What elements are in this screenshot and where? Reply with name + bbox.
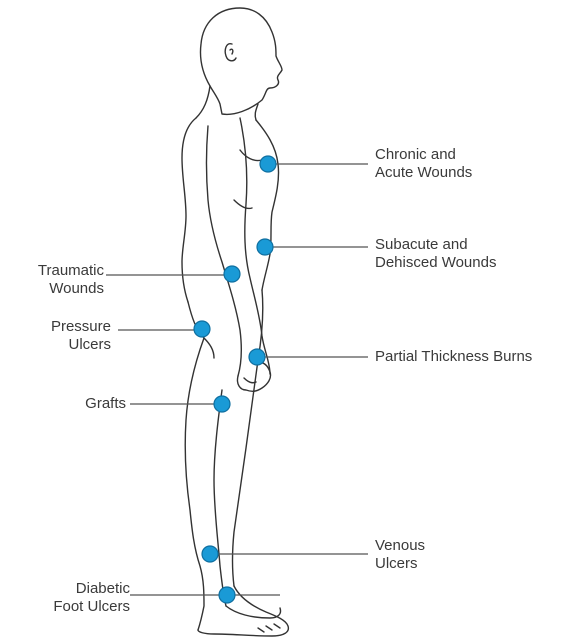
dot-venous[interactable] [202, 546, 218, 562]
label-subacute-line2: Dehisced Wounds [375, 254, 496, 272]
label-traumatic-line2: Wounds [38, 280, 104, 298]
label-traumatic-line1: Traumatic [38, 262, 104, 280]
dot-chronic[interactable] [260, 156, 276, 172]
label-diabetic-line2: Foot Ulcers [53, 598, 130, 616]
label-chronic: Chronic and Acute Wounds [375, 146, 472, 182]
label-diabetic: Diabetic Foot Ulcers [53, 580, 130, 616]
location-dots [194, 156, 276, 603]
label-diabetic-line1: Diabetic [53, 580, 130, 598]
dot-traumatic[interactable] [224, 266, 240, 282]
dot-pressure[interactable] [194, 321, 210, 337]
label-chronic-line1: Chronic and [375, 146, 472, 164]
label-subacute: Subacute and Dehisced Wounds [375, 236, 496, 272]
label-grafts-text: Grafts [85, 395, 126, 413]
label-partial-burns-text: Partial Thickness Burns [375, 348, 532, 366]
dot-diabetic[interactable] [219, 587, 235, 603]
dot-subacute[interactable] [257, 239, 273, 255]
label-venous-line1: Venous [375, 537, 425, 555]
label-grafts: Grafts [85, 395, 126, 413]
dot-partial-burns[interactable] [249, 349, 265, 365]
label-chronic-line2: Acute Wounds [375, 164, 472, 182]
label-partial-burns: Partial Thickness Burns [375, 348, 532, 366]
label-venous-line2: Ulcers [375, 555, 425, 573]
label-pressure-line2: Ulcers [51, 336, 111, 354]
label-subacute-line1: Subacute and [375, 236, 496, 254]
label-traumatic: Traumatic Wounds [38, 262, 104, 298]
dot-grafts[interactable] [214, 396, 230, 412]
label-pressure-line1: Pressure [51, 318, 111, 336]
label-venous: Venous Ulcers [375, 537, 425, 573]
label-pressure: Pressure Ulcers [51, 318, 111, 354]
